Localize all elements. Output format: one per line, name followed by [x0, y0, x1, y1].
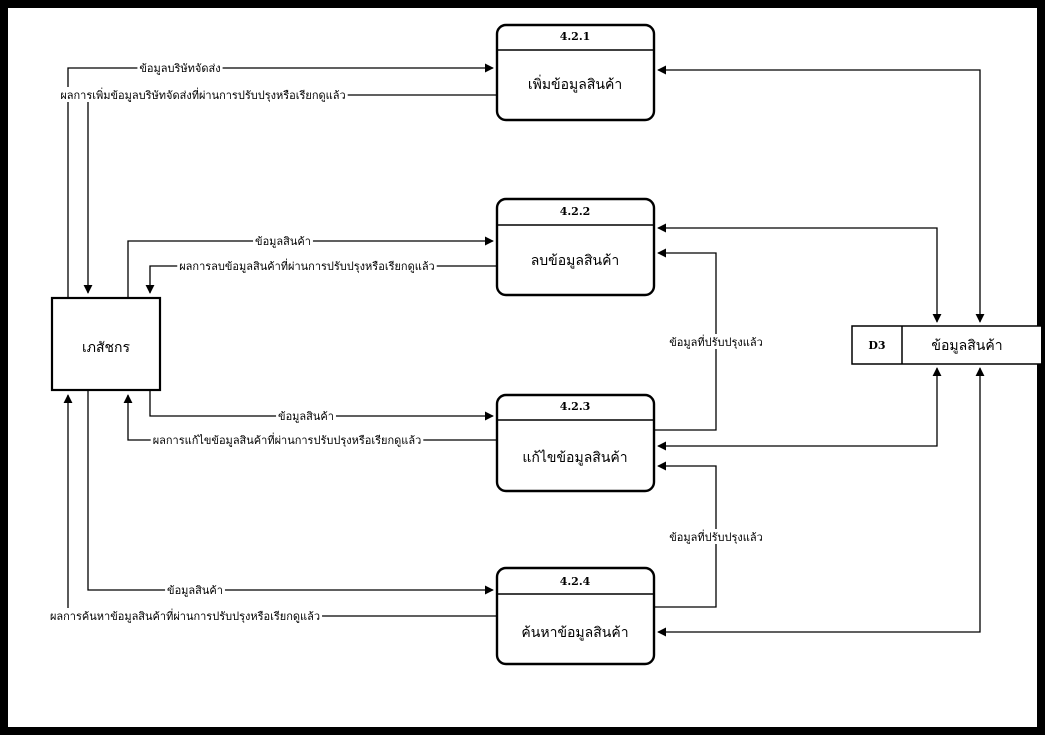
flow-label-bg [165, 584, 225, 597]
flow-label-bg [253, 235, 313, 248]
entity-label: เภสัชกร [82, 340, 131, 356]
process-4-2-3[interactable]: 4.2.3 แก้ไขข้อมูลสินค้า [495, 393, 656, 493]
flow-label-bg [667, 529, 765, 544]
flow-label-bg [58, 87, 348, 102]
process-id: 4.2.1 [560, 30, 591, 43]
flow-labels: ข้อมูลบริษัทจัดส่ง ผลการเพิ่มข้อมูลบริษั… [47, 62, 765, 623]
flow-label-bg [276, 410, 336, 423]
flow-line-4-out [63, 394, 497, 617]
process-4-2-2[interactable]: 4.2.2 ลบข้อมูลสินค้า [495, 197, 656, 297]
flow-line-3-in [149, 390, 494, 421]
flow-label: ข้อมูลที่ปรับปรุงแล้ว [669, 529, 763, 544]
flow-label: ข้อมูลสินค้า [255, 235, 311, 248]
flow-label: ผลการแก้ไขข้อมูลสินค้าที่ผ่านการปรับปรุง… [153, 432, 422, 447]
flow-store-423 [657, 367, 942, 451]
flow-store-421 [657, 65, 985, 323]
flow-label-bg [150, 432, 424, 447]
process-id: 4.2.2 [560, 205, 591, 218]
flow-label: ข้อมูลที่ปรับปรุงแล้ว [669, 334, 763, 349]
process-name: ค้นหาข้อมูลสินค้า [521, 625, 628, 641]
flow-line-2-in [127, 236, 494, 298]
flow-store-422 [657, 223, 942, 323]
flow-label-bg [177, 258, 437, 273]
datastore-id: D3 [868, 339, 885, 352]
flow-label: ข้อมูลสินค้า [278, 410, 334, 423]
flow-line-4-in [87, 390, 494, 595]
flow-label-bg [47, 608, 323, 623]
flow-label-bg [137, 62, 223, 75]
flow-label: ผลการลบข้อมูลสินค้าที่ผ่านการปรับปรุงหรื… [179, 258, 435, 273]
process-4-2-4[interactable]: 4.2.4 ค้นหาข้อมูลสินค้า [495, 566, 656, 666]
flow-line-1-in [67, 63, 494, 298]
process-id: 4.2.3 [560, 400, 591, 413]
process-4-2-1[interactable]: 4.2.1 เพิ่มข้อมูลสินค้า [495, 23, 656, 122]
flow-label-bg [667, 334, 765, 349]
process-name: ลบข้อมูลสินค้า [531, 253, 620, 269]
process-id: 4.2.4 [560, 575, 591, 588]
datastore-label: ข้อมูลสินค้า [931, 338, 1002, 354]
flow-label: ผลการเพิ่มข้อมูลบริษัทจัดส่งที่ผ่านการปร… [60, 87, 345, 102]
data-store-d3[interactable]: D3 ข้อมูลสินค้า [851, 325, 1041, 365]
process-name: เพิ่มข้อมูลสินค้า [528, 75, 622, 93]
process-name: แก้ไขข้อมูลสินค้า [522, 449, 627, 466]
flow-store-424 [657, 367, 985, 637]
flow-label: ผลการค้นหาข้อมูลสินค้าที่ผ่านการปรับปรุง… [50, 608, 320, 623]
external-entity[interactable]: เภสัชกร [50, 296, 162, 392]
flow-label: ข้อมูลบริษัทจัดส่ง [139, 62, 220, 75]
flow-label: ข้อมูลสินค้า [167, 584, 223, 597]
